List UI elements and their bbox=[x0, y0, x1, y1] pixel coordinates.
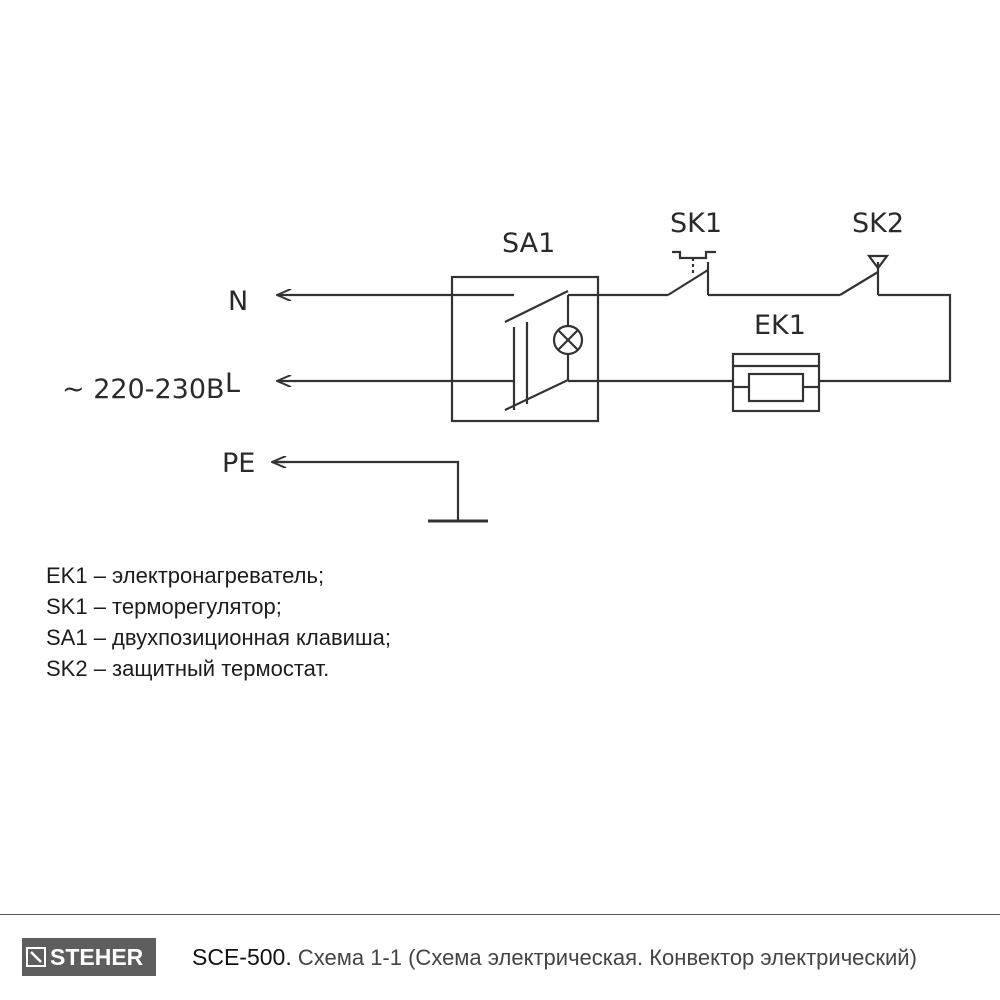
legend-item-sk1: SK1 – терморегулятор; bbox=[46, 594, 282, 619]
pe-wire bbox=[272, 460, 460, 521]
pe-label: PE bbox=[222, 448, 255, 479]
sk2-label: SK2 bbox=[852, 208, 904, 239]
sk2-thermostat-contact bbox=[839, 254, 890, 296]
figure-caption: SCE-500. Схема 1-1 (Схема электрическая.… bbox=[192, 944, 917, 971]
wiring-diagram: SA1 SK1 SK2 EK1 N L PE ~ 220-230В bbox=[62, 208, 952, 523]
n-label: N bbox=[228, 286, 248, 317]
steher-logo: STEHER bbox=[22, 938, 156, 976]
ek1-label: EK1 bbox=[754, 310, 806, 341]
sa1-switch-contacts bbox=[504, 290, 570, 411]
sk1-label: SK1 bbox=[670, 208, 722, 239]
model-number: SCE-500. bbox=[192, 944, 292, 970]
sa1-label: SA1 bbox=[502, 228, 555, 259]
indicator-lamp-icon bbox=[552, 324, 584, 356]
legend: EK1 – электронагреватель; SK1 – терморег… bbox=[46, 560, 391, 684]
voltage-label: ~ 220-230В bbox=[62, 374, 225, 405]
legend-item-sa1: SA1 – двухпозиционная клавиша; bbox=[46, 625, 391, 650]
caption-text: Схема 1-1 (Схема электрическая. Конвекто… bbox=[297, 945, 917, 970]
l-label: L bbox=[225, 368, 240, 399]
sa1-switch-box bbox=[450, 275, 600, 423]
ek1-heater-element bbox=[731, 352, 821, 413]
logo-mark-icon bbox=[26, 947, 46, 967]
legend-item-sk2: SK2 – защитный термостат. bbox=[46, 656, 330, 681]
legend-item-ek1: EK1 – электронагреватель; bbox=[46, 563, 325, 588]
brand-name: STEHER bbox=[50, 943, 144, 970]
footer-divider bbox=[0, 914, 1000, 915]
sk1-thermoregulator-contact bbox=[667, 250, 716, 296]
